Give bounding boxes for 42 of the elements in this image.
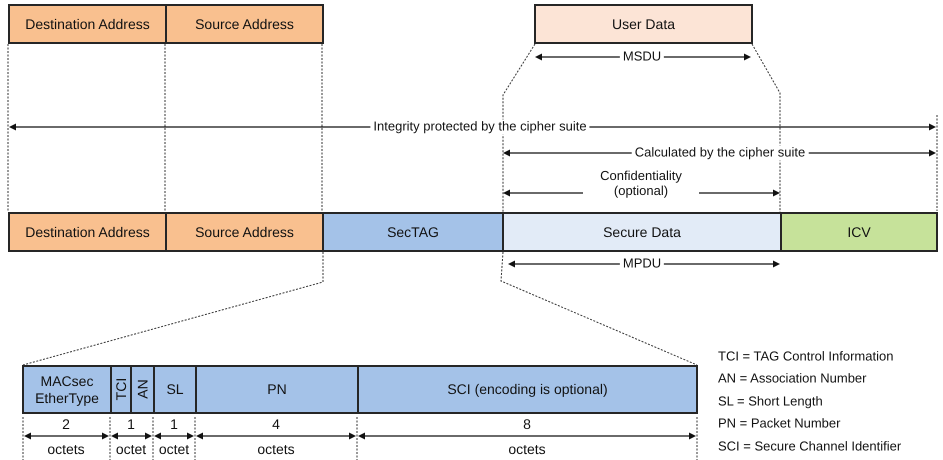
- dimension-label: Calculated by the cipher suite: [632, 146, 808, 160]
- field-label: SCI (encoding is optional): [447, 381, 608, 398]
- address-field: [165, 212, 324, 252]
- address-field: [8, 4, 167, 44]
- field-label: MACsec EtherType: [34, 373, 100, 406]
- size-unit: octets: [508, 440, 546, 458]
- dimension-label: Confidentiality (optional): [583, 169, 699, 199]
- address-field: [165, 4, 324, 44]
- projection-line: [22, 252, 324, 366]
- secure-data-field: [502, 212, 782, 252]
- field-label: AN: [134, 380, 151, 400]
- pn-field: [195, 365, 359, 414]
- field-label: Source Address: [195, 16, 294, 32]
- sci-field: [357, 365, 698, 414]
- projection-line: [500, 252, 698, 366]
- field-label: ICV: [847, 224, 871, 240]
- size-unit: octet: [158, 440, 190, 458]
- legend-text: SL = Short Length: [718, 394, 823, 410]
- ethertype-field: [22, 365, 112, 414]
- size-unit: octets: [257, 440, 295, 458]
- sectag-field: [322, 212, 504, 252]
- size-unit: octets: [47, 440, 85, 458]
- projection-line: [164, 44, 166, 212]
- field-label: SecTAG: [387, 224, 439, 240]
- projection-line: [752, 44, 780, 212]
- field-label: User Data: [612, 16, 676, 32]
- tci-field: [110, 365, 132, 414]
- field-label: Destination Address: [25, 16, 150, 32]
- user-data-box: [534, 4, 753, 44]
- field-label: Secure Data: [603, 224, 681, 240]
- icv-field: [780, 212, 938, 252]
- address-field: [8, 212, 167, 252]
- projection-line: [502, 44, 536, 212]
- field-label: Destination Address: [25, 224, 150, 240]
- dimension-label: Integrity protected by the cipher suite: [370, 120, 590, 134]
- field-label: TCI: [112, 378, 130, 401]
- size-unit: octet: [116, 440, 146, 458]
- field-label: PN: [267, 381, 287, 398]
- sl-field: [153, 365, 197, 414]
- field-label: Source Address: [195, 224, 294, 240]
- an-field: [130, 365, 155, 414]
- field-label: SL: [166, 381, 184, 398]
